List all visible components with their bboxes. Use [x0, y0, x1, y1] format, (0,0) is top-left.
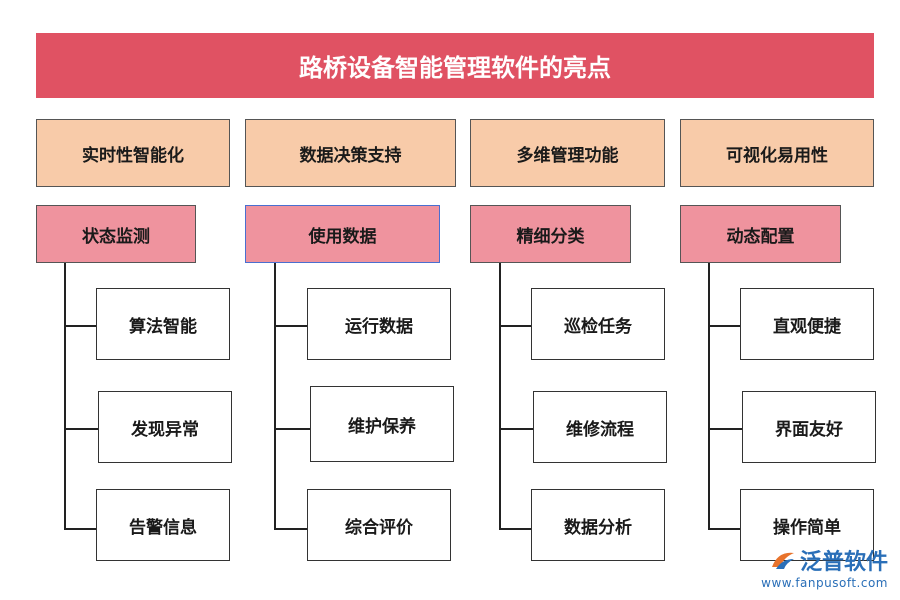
- category-box-3: 多维管理功能: [470, 119, 665, 187]
- leaf-box-1-1: 算法智能: [96, 288, 230, 360]
- connector-branch-3-1: [499, 325, 531, 327]
- connector-branch-4-1: [708, 325, 740, 327]
- connector-branch-1-2: [64, 428, 98, 430]
- leaf-box-4-1: 直观便捷: [740, 288, 874, 360]
- connector-branch-1-3: [64, 528, 96, 530]
- watermark-url: www.fanpusoft.com: [761, 576, 888, 590]
- category-box-4: 可视化易用性: [680, 119, 874, 187]
- connector-vertical-4: [708, 263, 710, 530]
- connector-vertical-1: [64, 263, 66, 530]
- leaf-box-3-3: 数据分析: [531, 489, 665, 561]
- connector-vertical-2: [274, 263, 276, 530]
- brand-watermark: 泛普软件 www.fanpusoft.com: [761, 544, 888, 590]
- category-box-2: 数据决策支持: [245, 119, 456, 187]
- leaf-box-2-1: 运行数据: [307, 288, 451, 360]
- diagram-title: 路桥设备智能管理软件的亮点: [36, 33, 874, 98]
- leaf-box-2-2: 维护保养: [310, 386, 454, 462]
- leaf-box-4-3: 操作简单: [740, 489, 874, 561]
- sub-box-2: 使用数据: [245, 205, 440, 263]
- connector-branch-2-2: [274, 428, 310, 430]
- connector-branch-2-1: [274, 325, 307, 327]
- leaf-box-3-2: 维修流程: [533, 391, 667, 463]
- leaf-box-4-2: 界面友好: [742, 391, 876, 463]
- watermark-name: 泛普软件: [799, 550, 888, 575]
- sub-box-1: 状态监测: [36, 205, 196, 263]
- sub-box-3: 精细分类: [470, 205, 631, 263]
- category-box-1: 实时性智能化: [36, 119, 230, 187]
- connector-vertical-3: [499, 263, 501, 530]
- leaf-box-2-3: 综合评价: [307, 489, 451, 561]
- connector-branch-2-3: [274, 528, 307, 530]
- connector-branch-3-3: [499, 528, 531, 530]
- connector-branch-3-2: [499, 428, 533, 430]
- sub-box-4: 动态配置: [680, 205, 841, 263]
- leaf-box-1-3: 告警信息: [96, 489, 230, 561]
- fanpu-logo-icon: [771, 552, 794, 569]
- connector-branch-1-1: [64, 325, 96, 327]
- leaf-box-1-2: 发现异常: [98, 391, 232, 463]
- connector-branch-4-3: [708, 528, 740, 530]
- leaf-box-3-1: 巡检任务: [531, 288, 665, 360]
- connector-branch-4-2: [708, 428, 742, 430]
